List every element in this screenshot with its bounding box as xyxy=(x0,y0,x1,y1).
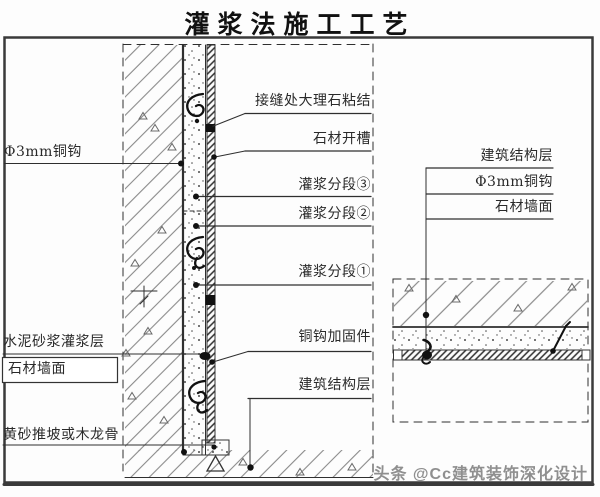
label-structure-layer: 建筑结构层 xyxy=(298,377,371,393)
label-marble-bond-at-joint: 接缝处大理石粘结 xyxy=(255,93,371,109)
copper-hook-icon xyxy=(421,338,432,365)
copper-hook-icon xyxy=(186,235,206,270)
label-grout-segment-2: 灌浆分段② xyxy=(298,206,371,222)
leader-lines-right xyxy=(181,112,372,471)
plan-view-drawing xyxy=(392,167,591,423)
copper-hook-icon xyxy=(188,379,209,414)
frame-border xyxy=(2,36,595,486)
plan-grout-band xyxy=(394,328,587,349)
label-stone-wall-surface: 石材墙面 xyxy=(8,361,66,377)
label-grout-segment-1: 灌浆分段① xyxy=(298,264,371,280)
wall-structure-hatch xyxy=(124,45,374,478)
plan-structure-hatch xyxy=(394,281,587,326)
page-title: 灌浆法施工工艺 xyxy=(184,10,416,39)
watermark: 头条 @Cc建筑装饰深化设计 xyxy=(373,466,588,483)
label-grout-segment-3: 灌浆分段③ xyxy=(298,177,371,193)
plan-label-structure-layer: 建筑结构层 xyxy=(480,148,553,164)
plan-label-hook-diameter: Φ3mm铜钩 xyxy=(475,174,553,190)
stone-panel xyxy=(205,44,216,444)
copper-hook-icon xyxy=(550,321,571,354)
copper-hook-icon xyxy=(186,92,205,124)
label-sand-slope-or-keel: 黄砂推坡或木龙骨 xyxy=(3,427,119,443)
plan-label-stone-wall-surface: 石材墙面 xyxy=(495,199,553,215)
label-hook-fixing-piece: 铜钩加固件 xyxy=(298,329,371,345)
label-stone-slot: 石材开槽 xyxy=(313,131,371,147)
label-cement-grout-layer: 水泥砂浆灌浆层 xyxy=(3,334,105,350)
leader-lines-left xyxy=(1,160,217,450)
section-view-drawing xyxy=(1,43,374,479)
dimension-mark xyxy=(130,285,158,308)
plan-leader-lines xyxy=(422,167,554,351)
label-hook-diameter: Φ3mm铜钩 xyxy=(4,144,82,160)
